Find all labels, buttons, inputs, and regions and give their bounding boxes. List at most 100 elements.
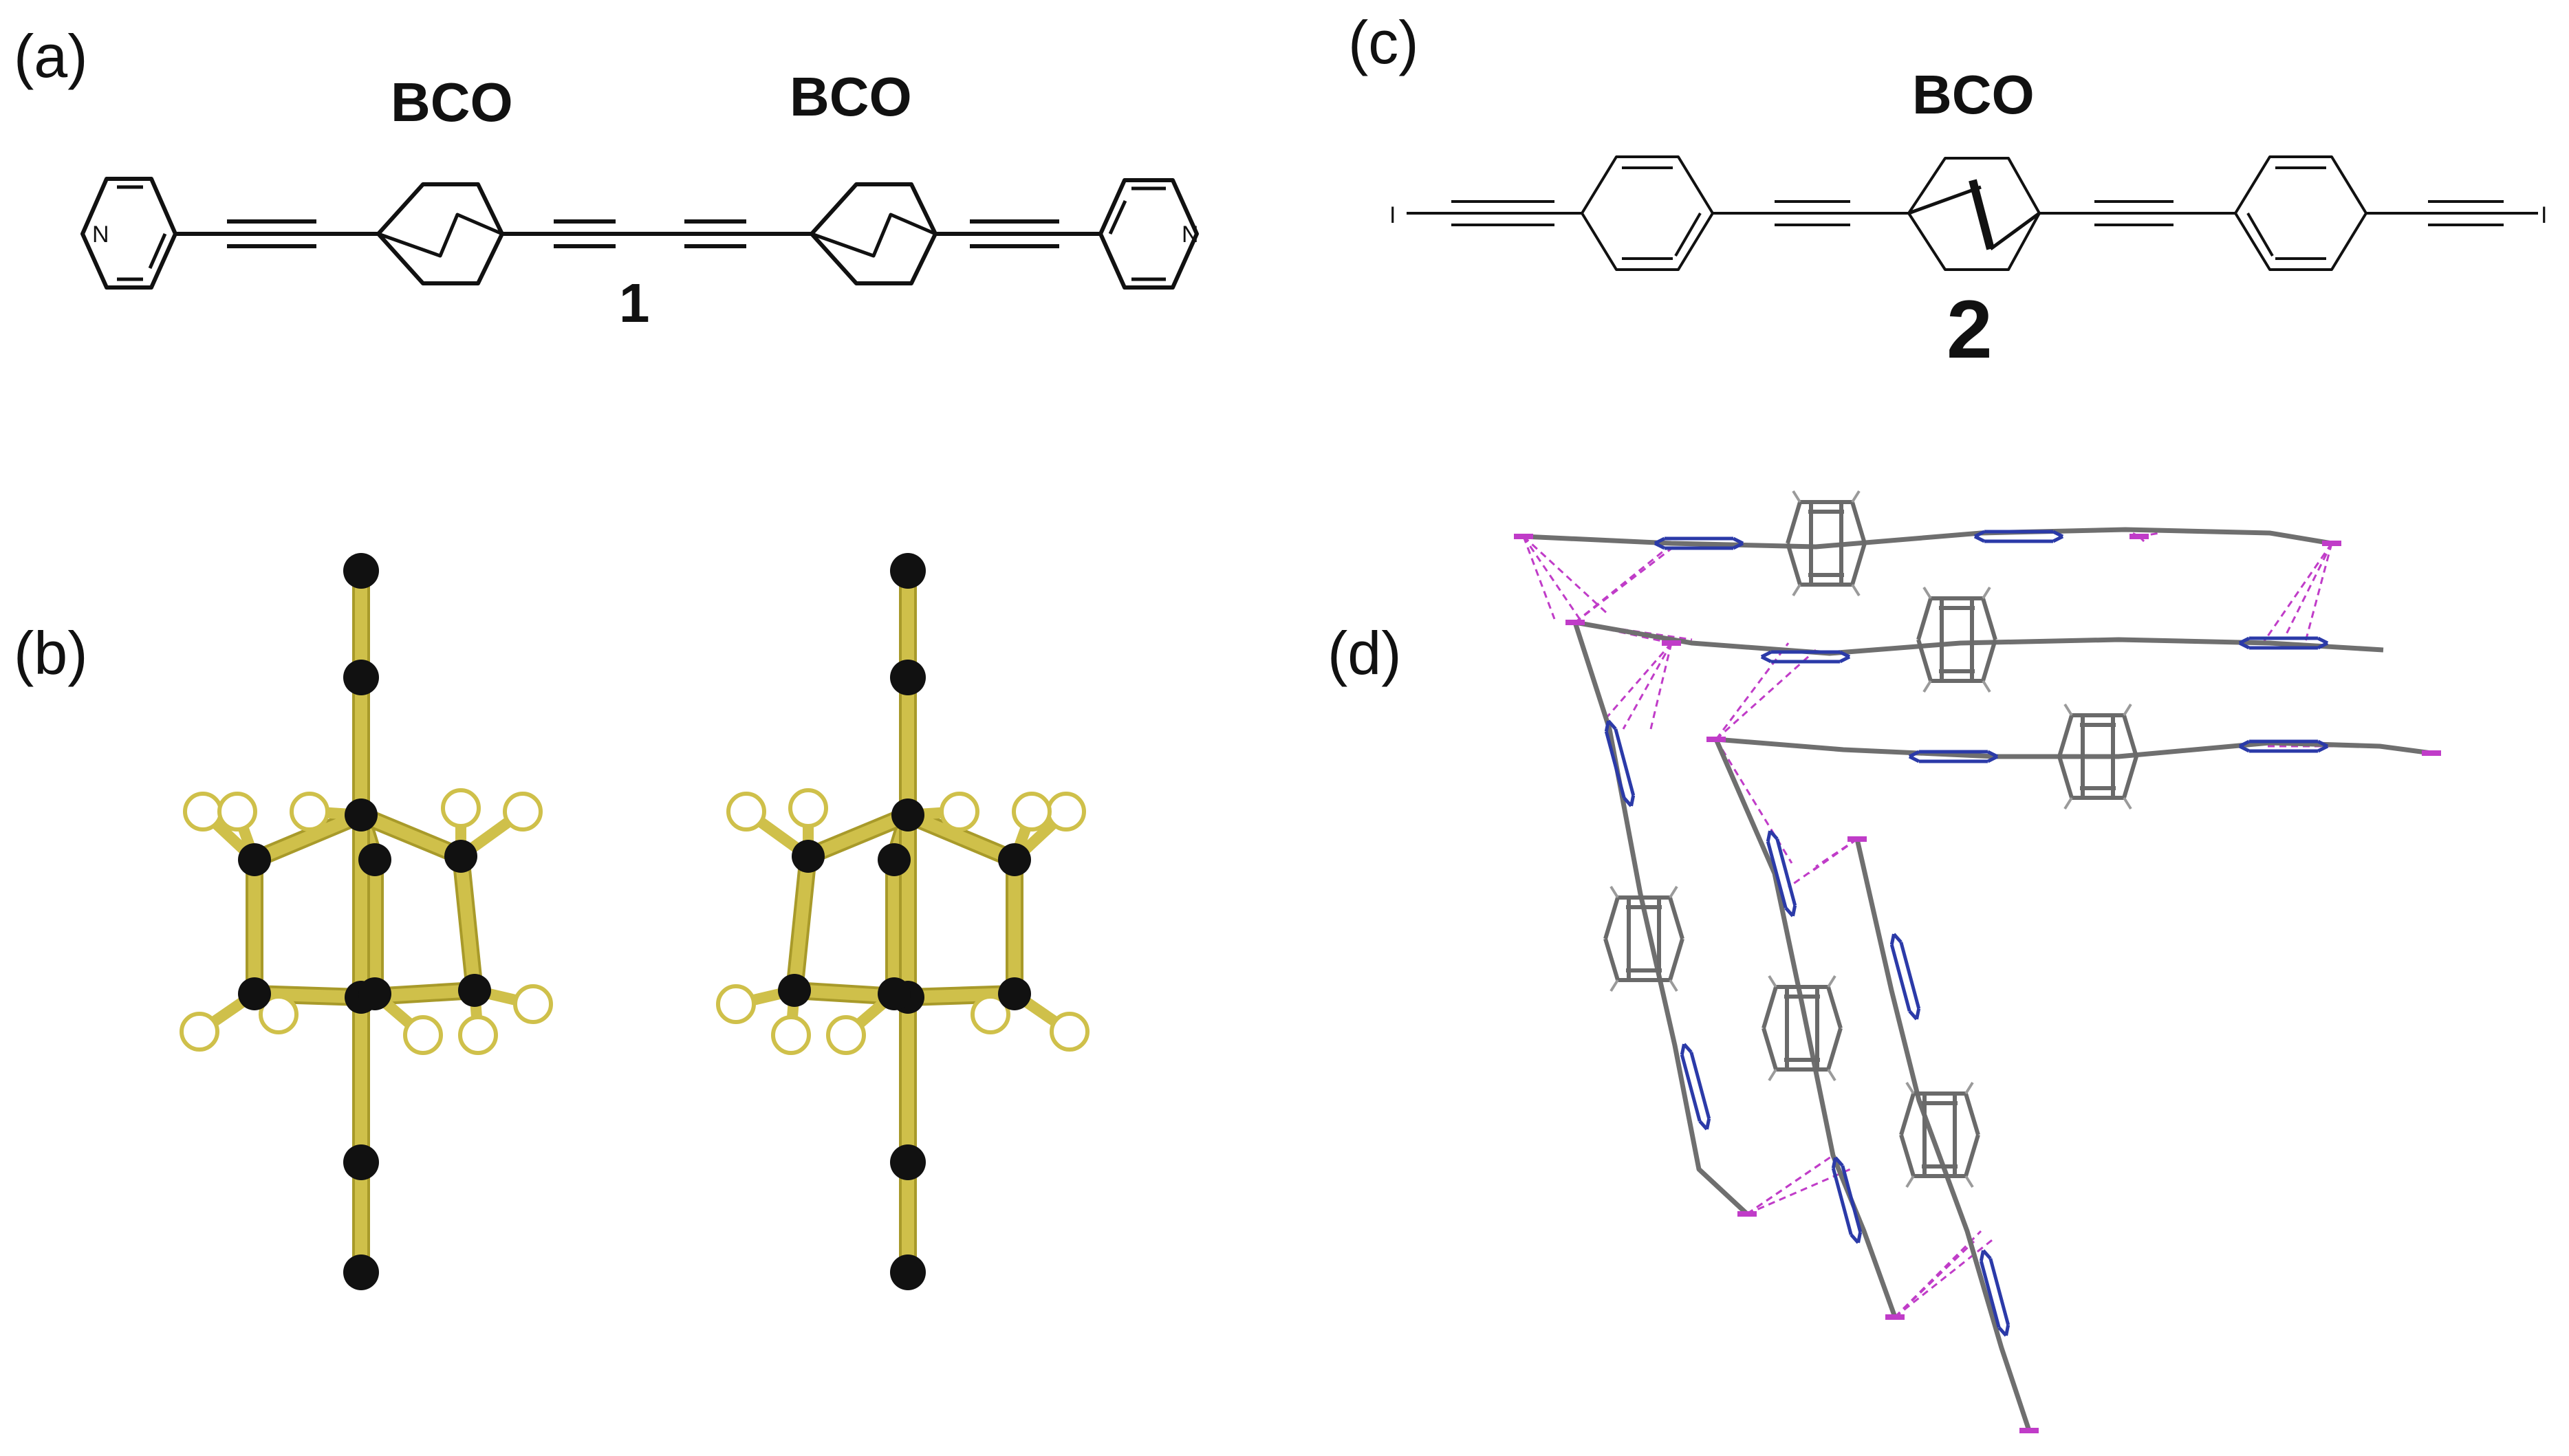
rotor-h-bond	[1964, 1175, 1974, 1188]
halogen-contact-line	[1894, 1237, 1995, 1318]
carbon-atom	[890, 1254, 926, 1290]
nitrogen-atom-left: N	[92, 221, 109, 248]
panel-c-label: (c)	[1348, 8, 1419, 76]
rotor-h-bond	[1609, 979, 1619, 992]
phenyl-bond	[1775, 838, 1797, 906]
rotor-h-bond	[1827, 975, 1836, 988]
phenyl-ring	[1908, 750, 1999, 763]
phenyl-bond	[1623, 796, 1633, 807]
stick-bond	[355, 809, 467, 862]
rotor-bond	[1826, 1028, 1843, 1070]
benzene-ring-left	[1581, 155, 1714, 271]
phenyl-ring	[1973, 530, 2064, 543]
hydrogen-atom	[259, 995, 299, 1034]
compound-2-label: 2	[1947, 283, 1993, 376]
hydrogen-atom	[1012, 792, 1052, 832]
phenyl-bond	[1614, 728, 1636, 796]
halogen-contact-line	[1815, 838, 1858, 868]
halogen-contact-line	[1522, 536, 1583, 623]
hydrogen-atom	[788, 788, 828, 828]
halogen-contact-line	[1715, 642, 1790, 740]
phenyl-bond	[1698, 1120, 1709, 1131]
phenyl-ring	[1680, 1043, 1711, 1131]
carbon-atom	[891, 798, 924, 832]
halogen-contact-line	[1522, 535, 1611, 617]
rotor-bond	[1850, 501, 1867, 544]
rotor-bond	[1899, 1093, 1916, 1136]
chain-vertical	[1854, 838, 2032, 1432]
phenyl-bond	[1760, 655, 1773, 664]
hydrogen-atom	[217, 792, 257, 832]
rotor-h-bond	[1964, 1081, 1974, 1095]
iodine-atom-right: I	[2541, 202, 2547, 228]
rotor-h-bond	[1669, 979, 1678, 992]
hydrogen-atom	[826, 1015, 866, 1055]
phenyl-bond	[2238, 744, 2251, 753]
phenyl-bond	[1680, 1054, 1702, 1122]
bco-rotor	[1899, 1081, 1980, 1188]
phenyl-bond	[1889, 944, 1911, 1012]
carbon-atom	[343, 553, 379, 589]
rotor-h-bond	[1792, 490, 1801, 503]
rotor-h-bond	[1922, 586, 1932, 600]
bco-cage-right	[810, 182, 937, 285]
phenyl-bond	[1654, 541, 1666, 550]
carbon-atom	[998, 843, 1031, 876]
rotor-h-bond	[1922, 680, 1932, 693]
panel-d-label: (d)	[1327, 619, 1402, 687]
panel-a-label: (a)	[14, 22, 88, 90]
rotor-h-bond	[2123, 703, 2132, 717]
carbon-atom	[890, 553, 926, 589]
halogen-contact-line	[1894, 1230, 1982, 1318]
phenyl-bond	[1997, 1326, 2008, 1337]
panel-b-label: (b)	[14, 619, 88, 687]
phenyl-bond	[1604, 720, 1610, 732]
halogen-contact-line	[2303, 543, 2333, 647]
carbon-atom	[238, 843, 271, 876]
rotor-h-bond	[1982, 586, 1991, 600]
rotor-h-bond	[1851, 583, 1861, 597]
phenyl-bond	[1784, 906, 1795, 917]
phenyl-bond	[1988, 1258, 2010, 1326]
pyridine-ring-right	[1098, 178, 1199, 290]
stick-bond	[455, 850, 481, 997]
stereo-view-right	[716, 553, 1090, 1290]
phenyl-bond	[1839, 655, 1851, 664]
hydrogen-atom	[726, 792, 766, 832]
carbon-atom	[778, 974, 811, 1007]
chain-horizontal	[1523, 527, 2332, 550]
pyridine-ring-left	[80, 177, 177, 290]
rotor-bond	[1668, 897, 1684, 939]
rotor-bond	[1668, 938, 1684, 981]
phenyl-ring	[1760, 650, 1851, 664]
chain-horizontal	[1715, 737, 2432, 759]
halogen-contact-line	[1715, 649, 1817, 741]
stick-bond	[248, 809, 367, 866]
halogen-contact-line	[1601, 642, 1673, 723]
phenyl-bond	[1604, 730, 1626, 798]
phenyl-ring	[1654, 536, 1744, 550]
phenyl-bond	[1831, 1157, 1837, 1169]
crystal-packing-chains	[1514, 490, 2441, 1433]
hydrogen-atom	[771, 1015, 811, 1055]
bco-label-left: BCO	[391, 72, 513, 133]
panel-b: (b)	[14, 553, 1090, 1290]
hydrogen-atom	[458, 1015, 498, 1055]
hydrogen-atom	[403, 1015, 443, 1055]
halogen-contact-line	[1746, 1168, 1851, 1215]
phenyl-bond	[1899, 942, 1921, 1010]
phenyl-bond	[2238, 641, 2251, 650]
rotor-bond	[1850, 543, 1867, 585]
hydrogen-atom	[971, 995, 1010, 1034]
halogen-contact-line	[2282, 543, 2333, 640]
rotor-h-bond	[1982, 680, 1991, 693]
rotor-bond	[1603, 897, 1620, 939]
rotor-bond	[1981, 639, 1997, 682]
bco-cage-left	[376, 182, 504, 285]
rotor-h-bond	[2063, 703, 2073, 717]
hydrogen-atom	[180, 1012, 219, 1052]
halogen-contact-line	[1522, 536, 1556, 620]
phenyl-bond	[1680, 1043, 1686, 1056]
rotor-bond	[1826, 986, 1843, 1029]
phenyl-bond	[1766, 830, 1772, 843]
